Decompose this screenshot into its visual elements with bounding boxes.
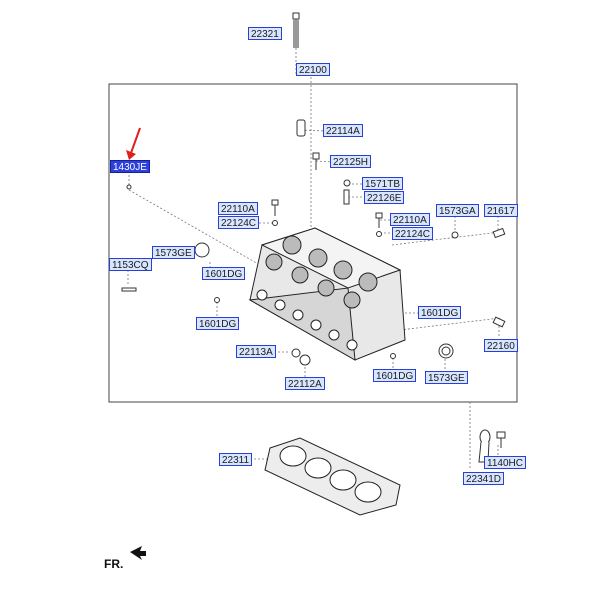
part-label-22112a[interactable]: 22112A (285, 377, 325, 390)
assembly-frame (108, 83, 518, 403)
part-label-1601dg-2[interactable]: 1601DG (196, 317, 240, 330)
part-label-22124c-right[interactable]: 22124C (392, 227, 434, 240)
part-label-1153cq[interactable]: 1153CQ (109, 258, 152, 271)
part-label-22110a-right[interactable]: 22110A (390, 213, 430, 226)
part-label-1573ge-left[interactable]: 1573GE (152, 246, 195, 259)
part-label-22113a[interactable]: 22113A (236, 345, 276, 358)
part-label-22311[interactable]: 22311 (219, 453, 253, 466)
part-label-1573ga[interactable]: 1573GA (436, 204, 479, 217)
cylinder-head-illustration (248, 227, 406, 361)
part-label-22100[interactable]: 22100 (296, 63, 330, 76)
head-gasket-illustration (264, 437, 401, 516)
part-label-22114a[interactable]: 22114A (323, 124, 363, 137)
part-label-22125h[interactable]: 22125H (330, 155, 372, 168)
part-label-22321[interactable]: 22321 (248, 27, 282, 40)
part-label-1571tb[interactable]: 1571TB (362, 177, 404, 190)
part-label-21617[interactable]: 21617 (484, 204, 518, 217)
part-label-1601dg-3[interactable]: 1601DG (418, 306, 462, 319)
part-label-22126e[interactable]: 22126E (364, 191, 405, 204)
part-label-1573ge-right[interactable]: 1573GE (425, 371, 468, 384)
part-label-1140hc[interactable]: 1140HC (484, 456, 526, 469)
part-label-22341d[interactable]: 22341D (463, 472, 505, 485)
part-label-1430je[interactable]: 1430JE (110, 160, 150, 173)
selection-arrow-icon (126, 127, 141, 160)
front-direction-label: FR. (104, 557, 124, 571)
lifting-hook-icon (478, 429, 506, 463)
part-label-22160[interactable]: 22160 (484, 339, 518, 352)
part-label-22110a-left[interactable]: 22110A (218, 202, 258, 215)
small-parts-icons (121, 119, 506, 366)
part-label-1601dg-4[interactable]: 1601DG (373, 369, 417, 382)
head-bolt-icon (292, 12, 300, 48)
part-label-22124c-left[interactable]: 22124C (218, 216, 260, 229)
part-label-1601dg-1[interactable]: 1601DG (202, 267, 246, 280)
front-direction-icon (130, 546, 146, 560)
